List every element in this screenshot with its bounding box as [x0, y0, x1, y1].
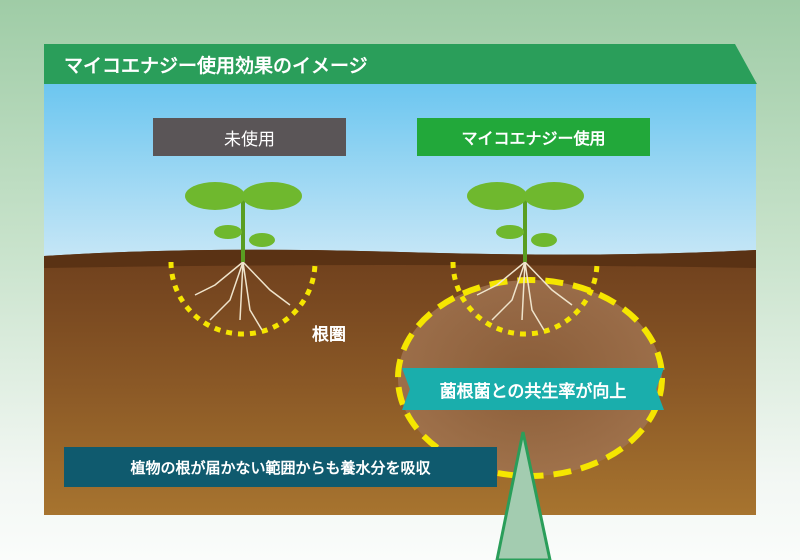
used-label: マイコエナジー使用: [417, 118, 650, 156]
title-bar: [44, 44, 757, 84]
sky: [44, 84, 756, 256]
plant-unused: [194, 261, 291, 331]
leaves-unused: [185, 182, 302, 262]
plant-used: [476, 261, 573, 331]
topsoil: [44, 249, 756, 268]
symbiosis-banner: 菌根菌との共生率が向上: [402, 368, 664, 410]
rhizosphere-label: 根圏: [312, 325, 346, 345]
absorption-banner: 植物の根が届かない範囲からも養水分を吸収: [64, 447, 497, 487]
rhizosphere-circle-unused: [168, 261, 318, 337]
unused-label: 未使用: [153, 118, 346, 156]
rhizosphere-circle-used: [450, 261, 600, 337]
pointer-spike: [495, 431, 552, 560]
leaves-used: [467, 182, 584, 262]
page-title: マイコエナジー使用効果のイメージ: [64, 54, 368, 77]
